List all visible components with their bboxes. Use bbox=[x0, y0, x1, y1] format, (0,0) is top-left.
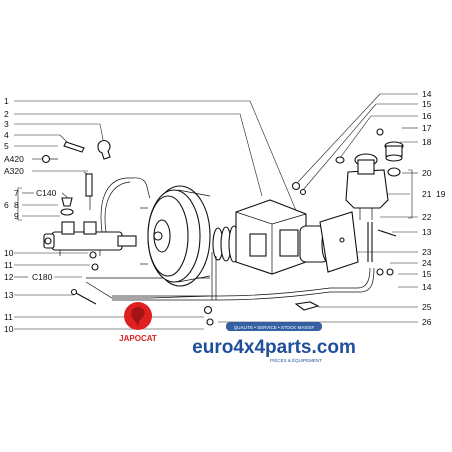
callout-11b: 11 bbox=[4, 312, 13, 322]
callout-14a: 14 bbox=[422, 89, 432, 99]
callout-10b: 10 bbox=[4, 324, 14, 334]
site-name: euro4x4parts.com bbox=[192, 337, 356, 358]
callout-2: 2 bbox=[4, 109, 9, 119]
callout-12: 12 bbox=[4, 272, 14, 282]
master-cylinder bbox=[43, 221, 137, 256]
callout-1: 1 bbox=[4, 96, 9, 106]
callout-19: 19 bbox=[436, 189, 446, 199]
fluid-reservoir bbox=[345, 128, 404, 220]
brake-booster bbox=[140, 185, 211, 287]
mounting-bracket bbox=[235, 199, 307, 275]
callouts-left: 1 2 3 4 5 A420 A320 6 7 C140 8 9 10 11 1… bbox=[4, 96, 57, 334]
callout-a320: A320 bbox=[4, 166, 24, 176]
callout-13b: 13 bbox=[422, 227, 432, 237]
callout-22: 22 bbox=[422, 212, 432, 222]
callout-6: 6 bbox=[4, 200, 9, 210]
callout-13a: 13 bbox=[4, 290, 14, 300]
japocat-logo: JAPOCAT bbox=[119, 302, 157, 343]
callout-3: 3 bbox=[4, 119, 9, 129]
callouts-right: 14 15 16 17 18 20 19 21 22 13 23 24 15 1… bbox=[422, 89, 446, 327]
actuator bbox=[299, 211, 359, 273]
callout-15b: 15 bbox=[422, 269, 432, 279]
callout-c180: C180 bbox=[32, 272, 53, 282]
callout-15a: 15 bbox=[422, 99, 432, 109]
callout-5: 5 bbox=[4, 141, 9, 151]
callout-11a: 11 bbox=[4, 260, 13, 270]
japocat-brand: JAPOCAT bbox=[119, 334, 157, 343]
callout-9: 9 bbox=[14, 211, 19, 221]
callout-10a: 10 bbox=[4, 248, 14, 258]
callout-24: 24 bbox=[422, 258, 432, 268]
callout-20: 20 bbox=[422, 168, 432, 178]
callout-23: 23 bbox=[422, 247, 432, 257]
callout-a420: A420 bbox=[4, 154, 24, 164]
euro4x4parts-watermark: QUALITE • SERVICE • STOCK MASSIF euro4x4… bbox=[192, 322, 356, 363]
callout-4: 4 bbox=[4, 130, 9, 140]
callout-17: 17 bbox=[422, 123, 432, 133]
parts bbox=[41, 128, 404, 326]
callout-14b: 14 bbox=[422, 282, 432, 292]
leader-lines bbox=[14, 93, 418, 330]
callout-21: 21 bbox=[422, 189, 432, 199]
callout-18: 18 bbox=[422, 137, 432, 147]
callout-25: 25 bbox=[422, 302, 432, 312]
callout-16: 16 bbox=[422, 111, 432, 121]
tagline-top: QUALITE • SERVICE • STOCK MASSIF bbox=[234, 325, 315, 330]
callout-8: 8 bbox=[14, 200, 19, 210]
callout-26: 26 bbox=[422, 317, 432, 327]
callout-c140: C140 bbox=[36, 188, 57, 198]
callout-7: 7 bbox=[14, 188, 19, 198]
tagline-bottom: PIÈCES & ÉQUIPEMENT bbox=[270, 357, 322, 363]
